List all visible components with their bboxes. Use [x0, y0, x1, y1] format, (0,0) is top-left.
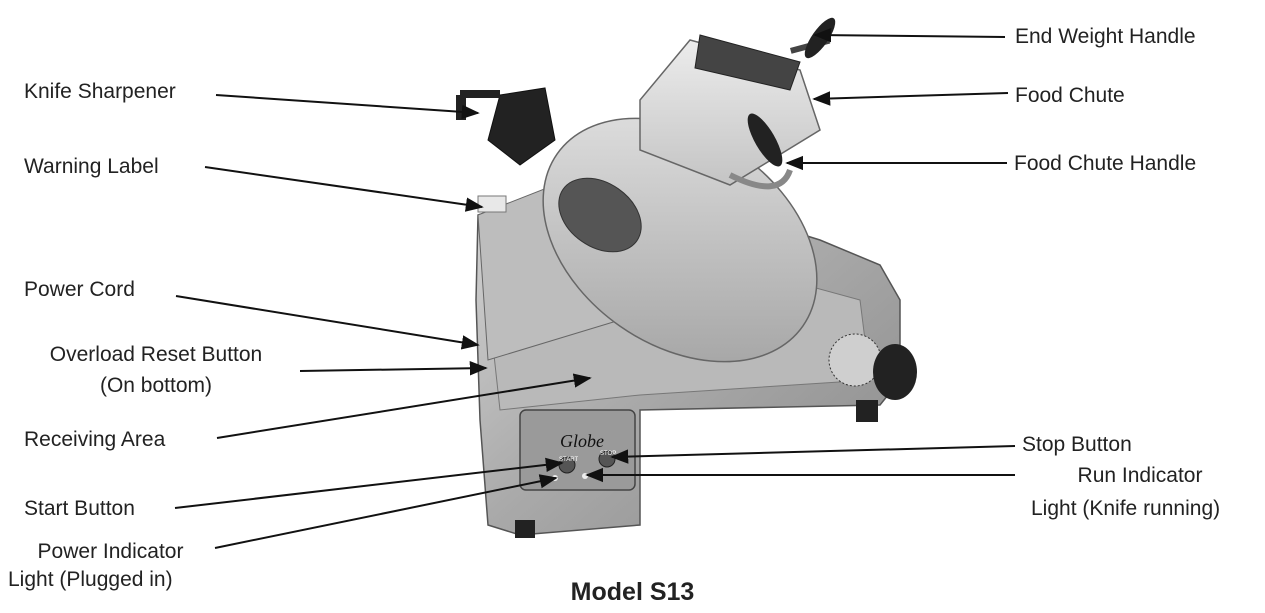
panel-brand: Globe — [560, 431, 604, 451]
leader-start-button — [174, 457, 564, 509]
leader-end-weight — [813, 27, 1006, 43]
label-power-indicator-line2: Light (Plugged in) — [8, 568, 173, 591]
sharpener-crank — [456, 95, 466, 120]
label-food-chute-handle: Food Chute Handle — [1014, 152, 1197, 175]
label-power-cord: Power Cord — [24, 278, 135, 301]
leader-stop-button — [610, 445, 1016, 464]
label-receiving-area: Receiving Area — [24, 428, 166, 451]
leader-knife-sharpener — [215, 94, 480, 120]
svg-text:STOP: STOP — [600, 451, 616, 457]
leader-power-indicator — [214, 474, 558, 549]
label-knife-sharpener: Knife Sharpener — [24, 80, 176, 103]
leader-receiving-area — [216, 373, 592, 439]
label-warning-label: Warning Label — [24, 155, 159, 178]
label-stop-button: Stop Button — [1022, 433, 1132, 456]
label-overload-reset-line2: (On bottom) — [99, 374, 213, 397]
end-weight-plate — [694, 34, 801, 91]
knife-sharpener-body — [487, 87, 556, 166]
label-food-chute: Food Chute — [1015, 84, 1125, 107]
label-run-indicator-line2: Light (Knife running) — [1031, 497, 1221, 520]
thickness-dial — [828, 333, 882, 387]
label-start-button: Start Button — [24, 497, 135, 520]
label-run-indicator-line1: Run Indicator — [1077, 464, 1203, 487]
blade-hub — [558, 177, 642, 253]
end-weight-knob — [804, 17, 836, 59]
model-caption: Model S13 — [570, 578, 695, 606]
label-end-weight-handle: End Weight Handle — [1015, 25, 1196, 48]
leader-food-chute — [812, 91, 1009, 106]
leader-overload-reset — [299, 361, 488, 376]
slicer-illustration: Globe START STOP — [456, 17, 917, 538]
label-power-indicator-line1: Power Indicator — [37, 540, 184, 563]
label-overload-reset-line1: Overload Reset Button — [49, 343, 263, 366]
leader-warning-label — [204, 166, 484, 212]
leader-power-cord — [175, 295, 480, 350]
svg-text:START: START — [559, 457, 578, 463]
food-chute-knob — [747, 113, 783, 167]
leader-lines — [174, 27, 1016, 549]
warning-label-patch — [477, 195, 507, 213]
food-chute-arm — [728, 168, 793, 190]
thickness-knob — [873, 344, 917, 400]
